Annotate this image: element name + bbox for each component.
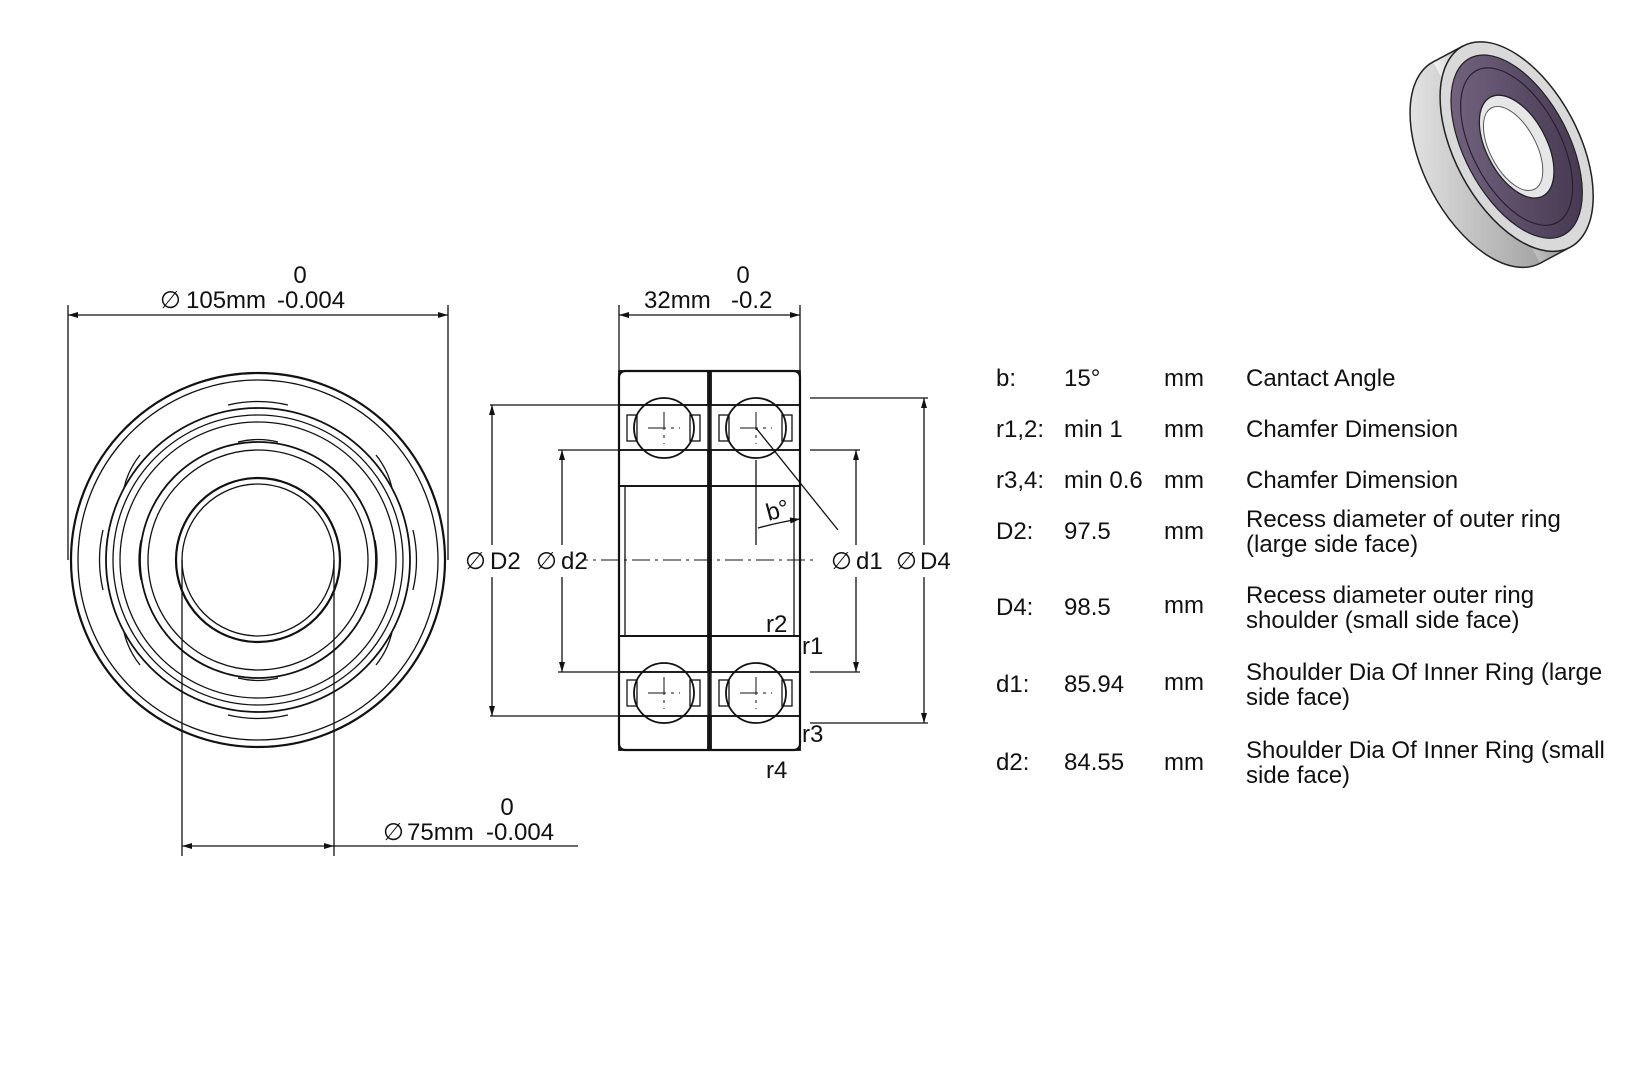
d1-label: d1 — [856, 548, 883, 575]
svg-text:∅: ∅ — [536, 548, 557, 575]
outer-ring-edge — [69, 371, 447, 749]
ball — [725, 662, 787, 724]
spec-desc: Chamfer Dimension — [1246, 467, 1459, 494]
ball — [633, 662, 695, 724]
spec-unit: mm — [1164, 365, 1204, 392]
bore-lower-tol: -0.004 — [486, 819, 554, 846]
D2-label: D2 — [490, 548, 521, 575]
spec-value: 98.5 — [1064, 594, 1111, 621]
spec-desc: Shoulder Dia Of Inner Ring (large side f… — [1246, 659, 1603, 711]
spec-unit: mm — [1164, 592, 1204, 619]
outer-diameter-upper-tol: 0 — [293, 262, 306, 289]
bore-symbol: ∅ — [383, 819, 404, 846]
spec-key: r3,4: — [996, 467, 1045, 494]
svg-text:∅: ∅ — [465, 548, 486, 575]
spec-unit: mm — [1164, 669, 1204, 696]
spec-key: D2: — [996, 518, 1034, 545]
r1-label: r1 — [802, 633, 823, 660]
d2-label: d2 — [561, 548, 588, 575]
r4-label: r4 — [766, 757, 787, 784]
width-nominal: 32mm — [644, 287, 711, 314]
svg-text:∅: ∅ — [831, 548, 852, 575]
spec-key: d2: — [996, 749, 1030, 776]
spec-value: min 0.6 — [1064, 467, 1143, 494]
bore-upper-tol: 0 — [500, 794, 513, 821]
r2-label: r2 — [766, 611, 787, 638]
spec-desc: Recess diameter outer ring shoulder (sma… — [1246, 582, 1535, 634]
svg-text:∅: ∅ — [896, 548, 917, 575]
spec-desc: Cantact Angle — [1246, 365, 1396, 392]
spec-value: 97.5 — [1064, 518, 1111, 545]
spec-desc: Shoulder Dia Of Inner Ring (small side f… — [1246, 737, 1605, 789]
bore-dimension: 0 ∅ 75mm -0.004 — [181, 560, 578, 856]
bearing-3d-picture — [1409, 41, 1594, 269]
spec-desc: Recess diameter of outer ring (large sid… — [1246, 506, 1561, 558]
bore-edge — [174, 476, 342, 644]
width-lower-tol: -0.2 — [731, 287, 772, 314]
ball — [725, 397, 787, 459]
spec-unit: mm — [1164, 749, 1204, 776]
spec-value: 85.94 — [1064, 671, 1125, 698]
outer-diameter-nominal: 105mm — [186, 287, 266, 314]
spec-unit: mm — [1164, 416, 1204, 443]
spec-unit: mm — [1164, 467, 1204, 494]
spec-key: b: — [996, 365, 1017, 392]
outer-diameter-symbol: ∅ — [160, 287, 181, 314]
outer-diameter-dimension: 0 ∅ 105mm -0.004 — [67, 262, 449, 560]
ball — [633, 397, 695, 459]
spec-desc: Chamfer Dimension — [1246, 416, 1459, 443]
bore-nominal: 75mm — [407, 819, 474, 846]
spec-key: r1,2: — [996, 416, 1045, 443]
r3-label: r3 — [802, 721, 823, 748]
section-view: 0 32mm -0.2 — [462, 262, 956, 784]
contact-angle-label: b° — [763, 495, 792, 527]
spec-value: 84.55 — [1064, 749, 1125, 776]
spec-unit: mm — [1164, 518, 1204, 545]
front-view — [69, 371, 447, 749]
spec-key: d1: — [996, 671, 1030, 698]
width-upper-tol: 0 — [736, 262, 749, 289]
spec-value: min 1 — [1064, 416, 1123, 443]
spec-value: 15° — [1064, 365, 1101, 392]
outer-diameter-lower-tol: -0.004 — [277, 287, 345, 314]
spec-key: D4: — [996, 594, 1034, 621]
D4-label: D4 — [920, 548, 951, 575]
